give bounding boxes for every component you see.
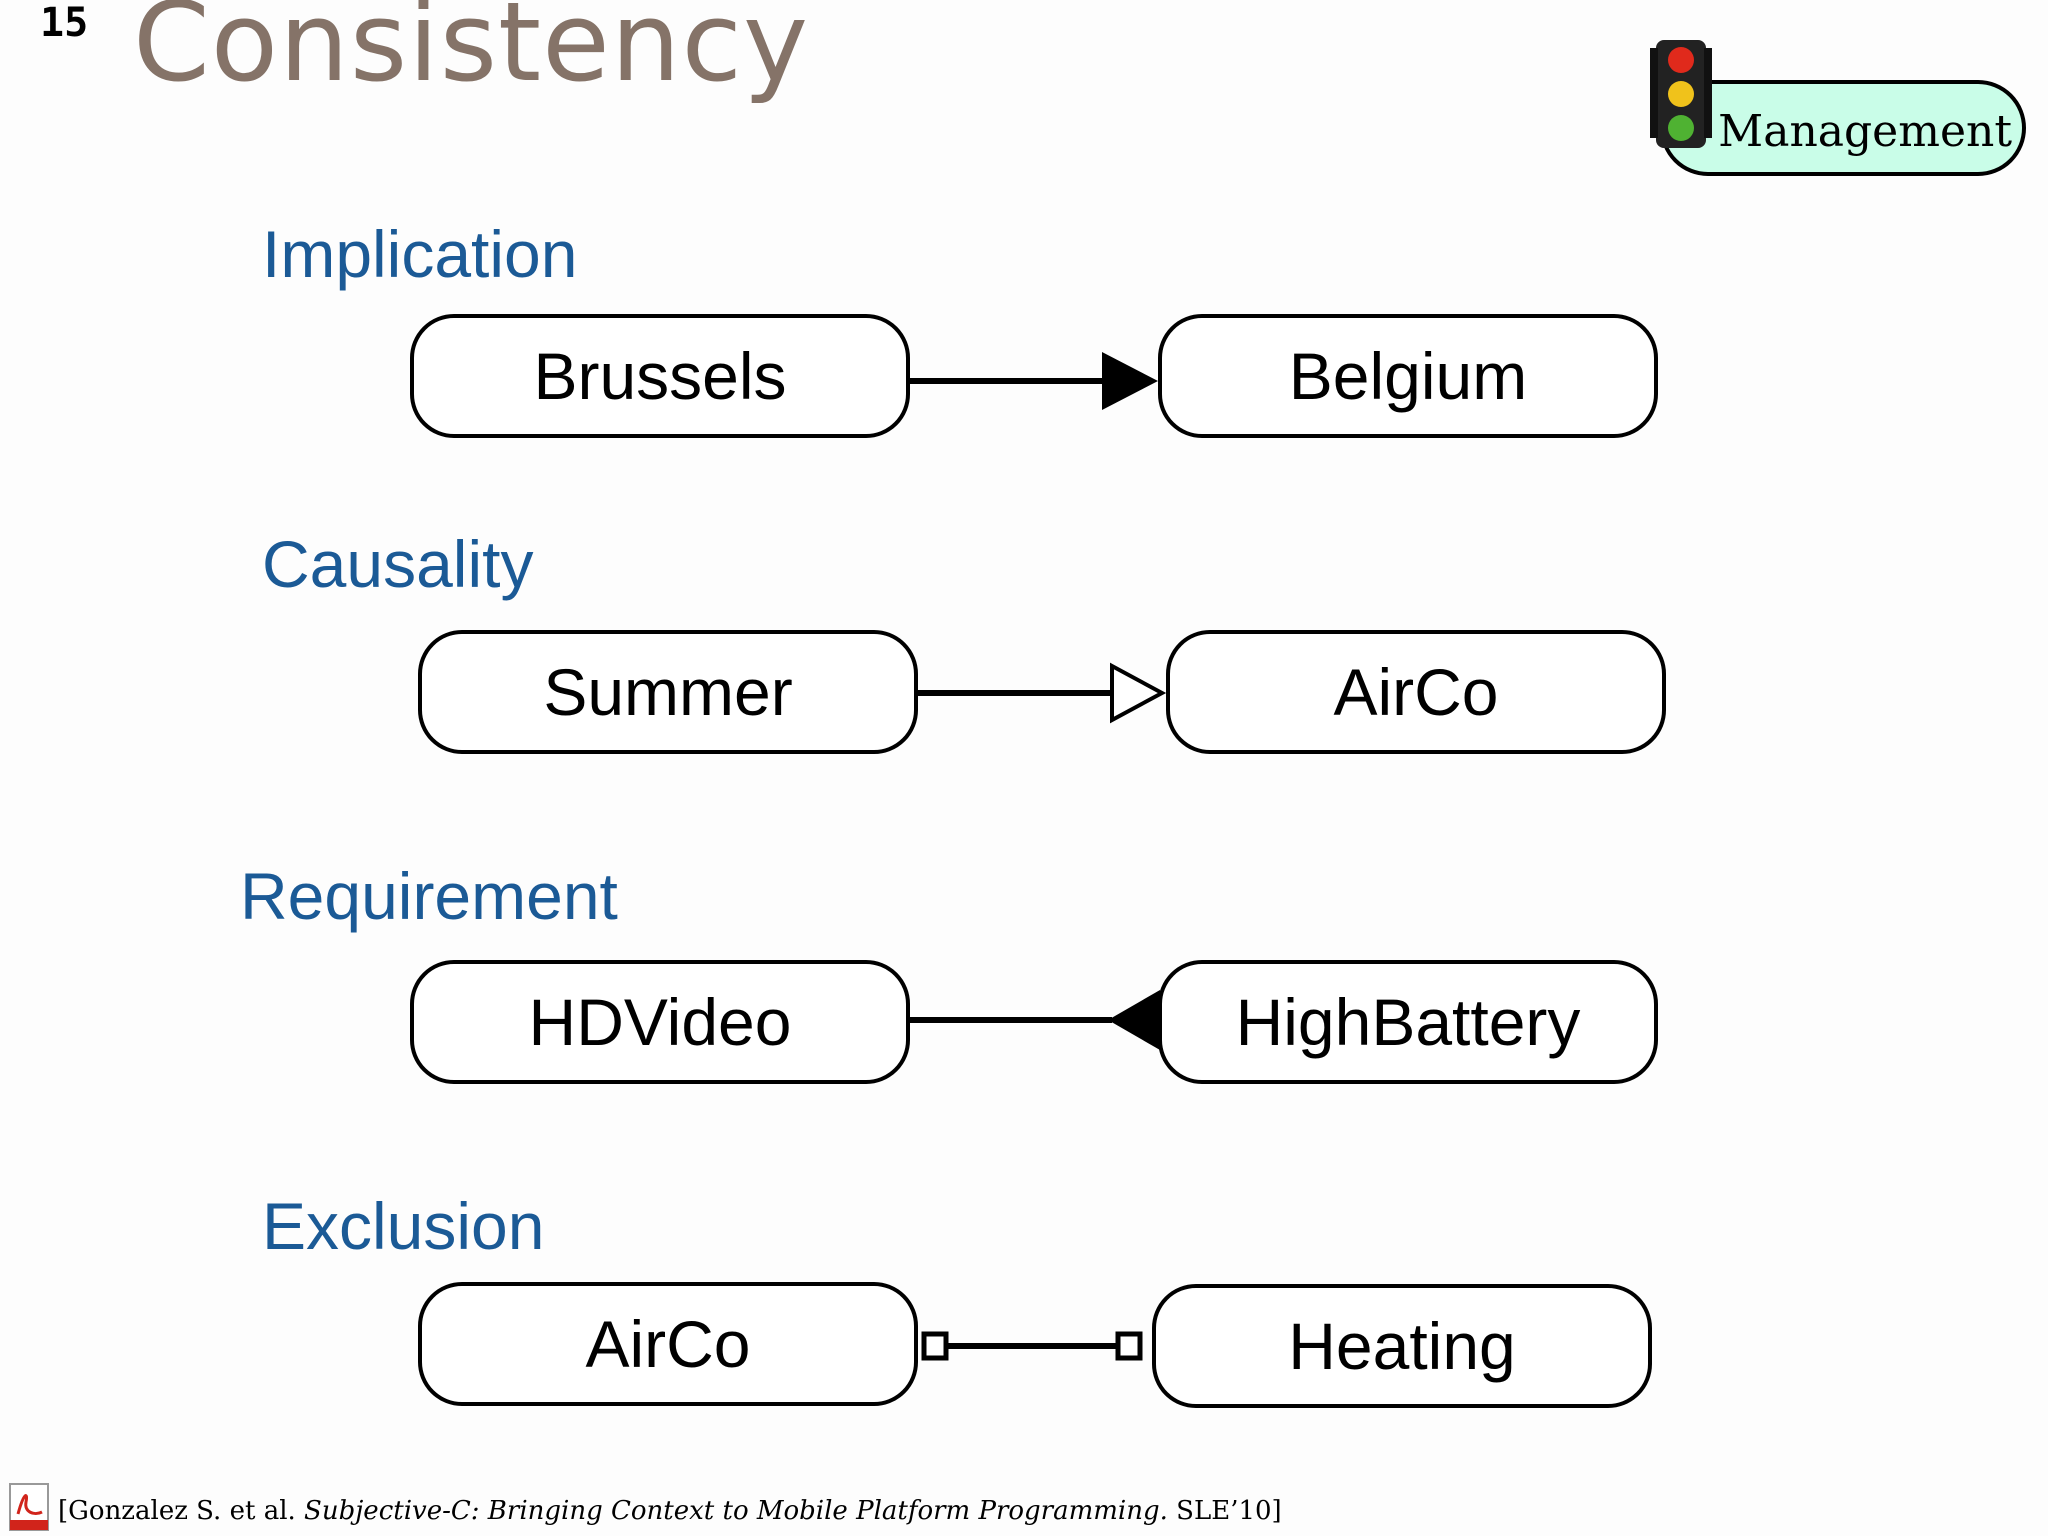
exclusion-connector (921, 1331, 1143, 1361)
citation-suffix: SLE’10] (1167, 1496, 1282, 1526)
pdf-icon[interactable] (4, 1482, 54, 1532)
causality-arrow (918, 662, 1167, 724)
citation-title: Subjective-C: Bringing Context to Mobile… (304, 1496, 1168, 1526)
traffic-light-icon (1650, 40, 1712, 148)
implication-arrow (910, 352, 1158, 410)
node-summer: Summer (418, 630, 918, 754)
node-brussels: Brussels (410, 314, 910, 438)
citation-prefix: [Gonzalez S. et al. (58, 1496, 305, 1526)
slide-title: Consistency (133, 0, 810, 106)
node-airco-exclusion: AirCo (418, 1282, 918, 1406)
node-hdvideo: HDVideo (410, 960, 910, 1084)
section-label-exclusion: Exclusion (262, 1189, 545, 1263)
node-belgium: Belgium (1158, 314, 1658, 438)
citation: [Gonzalez S. et al. Subjective-C: Bringi… (58, 1496, 1282, 1526)
section-label-requirement: Requirement (240, 859, 618, 933)
node-heating: Heating (1152, 1284, 1652, 1408)
section-label-implication: Implication (262, 217, 578, 291)
node-highbattery: HighBattery (1158, 960, 1658, 1084)
management-label: Management (1718, 106, 2012, 157)
section-label-causality: Causality (262, 527, 534, 601)
requirement-arrow (910, 990, 1160, 1050)
node-airco-causality: AirCo (1166, 630, 1666, 754)
slide-number: 15 (40, 0, 89, 46)
